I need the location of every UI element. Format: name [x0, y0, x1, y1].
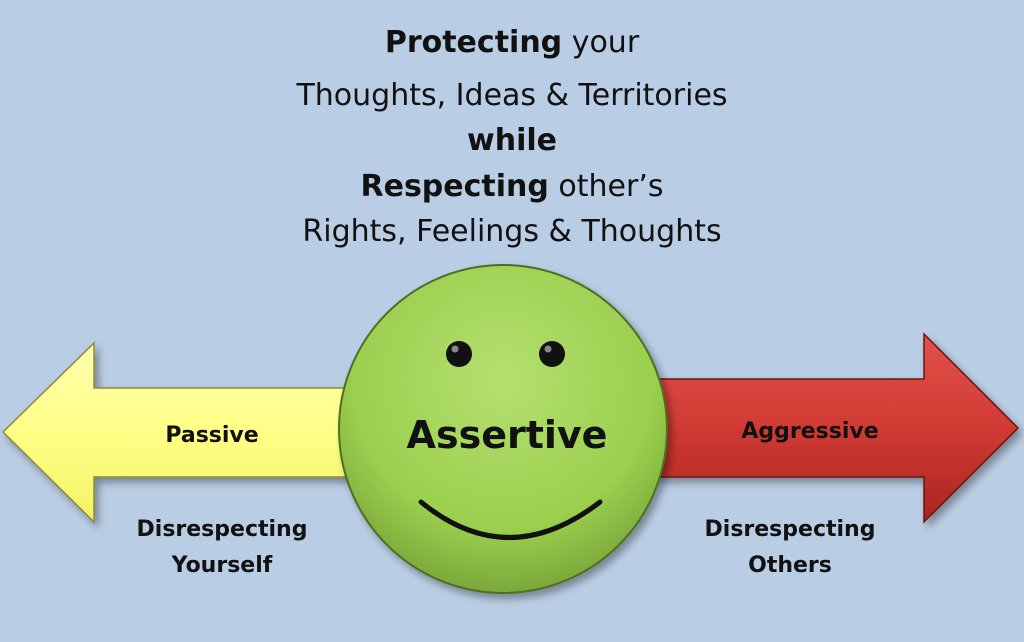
headline-line-1: Protecting your — [0, 20, 1024, 65]
headline-while: while — [467, 123, 557, 158]
headline-your: your — [562, 25, 640, 60]
headline-line-4: Respecting other’s — [0, 164, 1024, 209]
aggressive-description: Disrespecting Others — [660, 512, 920, 584]
headline-protecting: Protecting — [384, 25, 563, 60]
headline-respecting: Respecting — [360, 169, 549, 204]
passive-arrow — [1, 341, 356, 524]
headline-line-2: Thoughts, Ideas & Territories — [296, 78, 728, 113]
headline-others: other’s — [548, 169, 664, 204]
left-eye-icon — [446, 341, 472, 367]
aggressive-label: Aggressive — [741, 419, 878, 444]
headline-line-5: Rights, Feelings & Thoughts — [302, 214, 722, 249]
passive-description: Disrespecting Yourself — [92, 512, 352, 584]
right-eye-highlight — [544, 345, 552, 353]
smile-icon — [418, 499, 603, 540]
assertive-label: Assertive — [407, 413, 608, 457]
passive-label: Passive — [165, 423, 258, 448]
aggressive-desc-line-1: Disrespecting — [704, 517, 876, 542]
left-eye-highlight — [451, 345, 459, 353]
passive-desc-line-1: Disrespecting — [136, 517, 308, 542]
headline-line-3: while — [0, 118, 1024, 163]
aggressive-arrow — [654, 332, 1020, 524]
passive-desc-line-2: Yourself — [171, 553, 273, 578]
aggressive-desc-line-2: Others — [748, 553, 832, 578]
right-eye-icon — [539, 341, 565, 367]
